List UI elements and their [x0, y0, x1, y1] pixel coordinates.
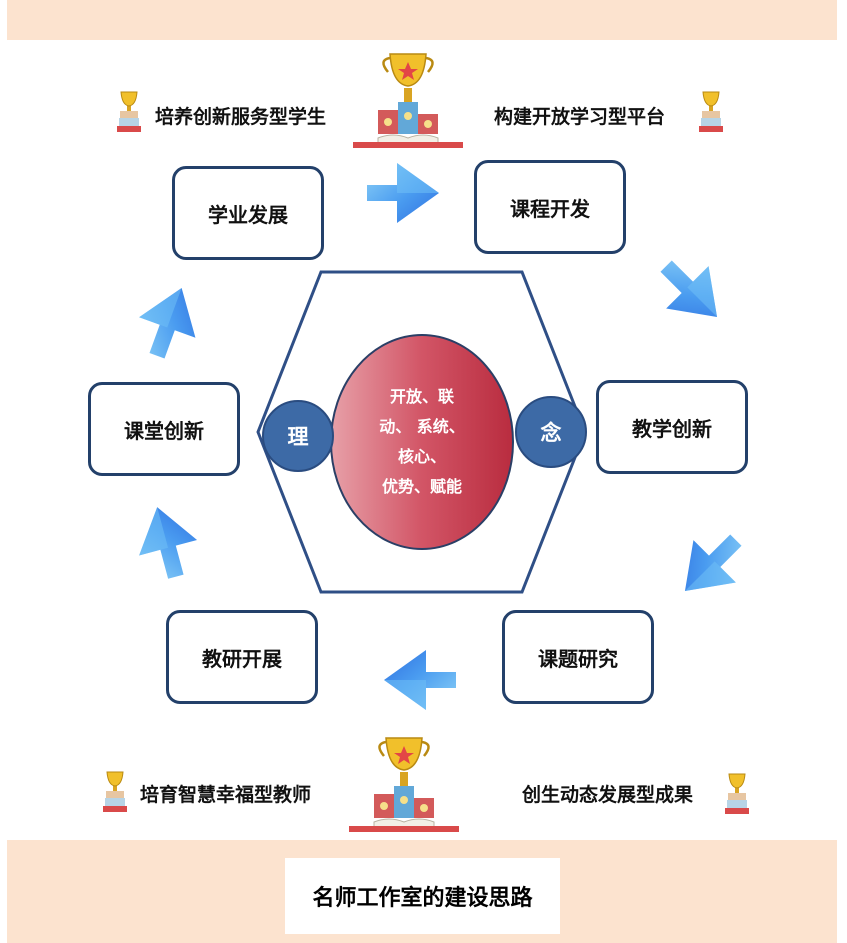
center-text: 开放、联 动、 系统、 核心、 优势、赋能 — [332, 335, 512, 549]
small-trophy-icon-top-right — [698, 91, 724, 133]
center-line: 优势、赋能 — [381, 477, 462, 496]
node-keti: 课题研究 — [502, 610, 654, 704]
center-line: 动、 系统、 — [379, 417, 465, 436]
badge-left — [262, 400, 334, 472]
arrow-icon-bottom — [384, 650, 456, 710]
caption-top-right: 构建开放学习型平台 — [494, 106, 666, 128]
small-trophy-icon-bottom-left — [102, 771, 128, 813]
arrow-icon-top — [367, 163, 439, 223]
node-kecheng: 课程开发 — [474, 160, 626, 254]
arrow-icon-upper-left — [128, 277, 210, 366]
trophy-icon-bottom — [347, 736, 461, 834]
caption-top-left: 培养创新服务型学生 — [155, 106, 327, 128]
small-trophy-icon-top-left — [116, 91, 142, 133]
caption-bottom-right: 创生动态发展型成果 — [522, 784, 694, 806]
small-trophy-icon-bottom-right — [724, 773, 750, 815]
badge-right — [515, 396, 587, 468]
node-xueye: 学业发展 — [172, 166, 324, 260]
arrow-icon-upper-right — [644, 244, 739, 339]
center-line: 开放、联 — [389, 387, 454, 406]
caption-bottom-left: 培育智慧幸福型教师 — [140, 784, 312, 806]
node-jiaoyan: 教研开展 — [166, 610, 318, 704]
badge-right-label: 念 — [540, 421, 562, 445]
node-ketang: 课堂创新 — [88, 382, 240, 476]
page-title: 名师工作室的建设思路 — [285, 858, 560, 934]
arrow-icon-lower-left — [128, 499, 205, 585]
arrow-icon-lower-right — [663, 518, 758, 613]
badge-left-label: 理 — [287, 425, 309, 449]
node-jiaoxue: 教学创新 — [596, 380, 748, 474]
top-band — [7, 0, 837, 40]
trophy-icon-top — [351, 52, 465, 150]
center-line: 核心、 — [397, 447, 446, 466]
